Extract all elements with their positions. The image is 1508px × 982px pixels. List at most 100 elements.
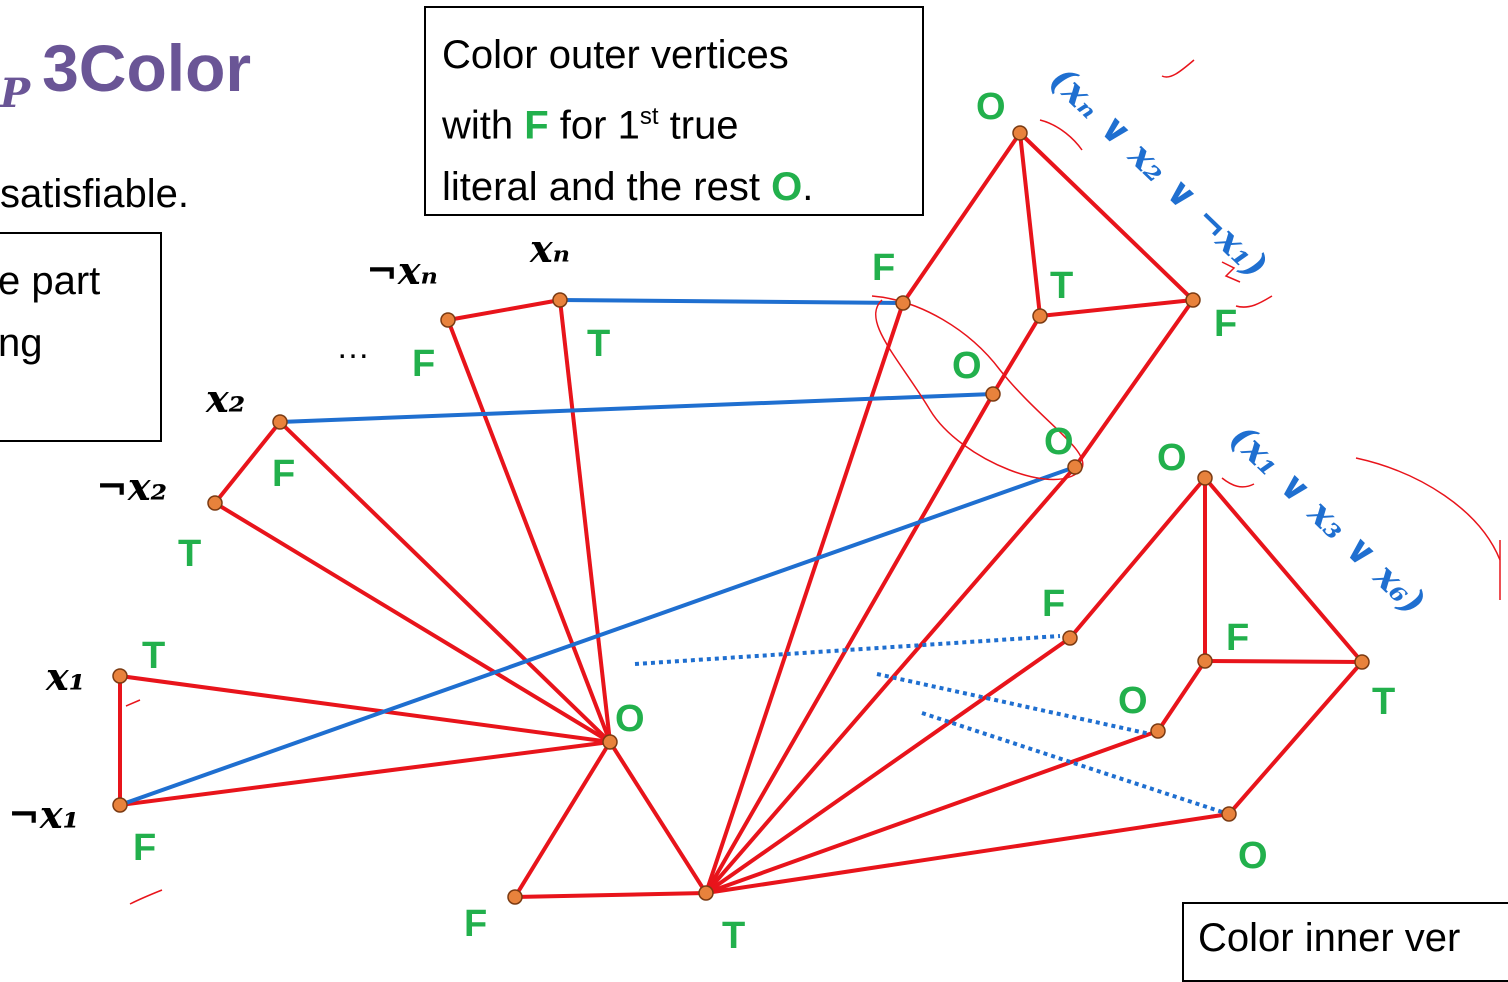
top-textbox: Color outer vertices with F for 1st true…: [424, 6, 924, 216]
top-box-line3: literal and the rest O.: [442, 156, 922, 218]
label-not-x1: ¬x₁: [8, 792, 79, 837]
top-box-sup: st: [639, 103, 659, 130]
color-label: T: [178, 533, 201, 575]
color-label: F: [464, 903, 487, 945]
vertex: [112, 668, 128, 684]
color-label: F: [872, 247, 895, 289]
label-not-x2: ¬x₂: [96, 464, 167, 509]
label-x2: x₂: [205, 376, 245, 421]
edge: [513, 740, 612, 899]
vertex: [1185, 292, 1201, 308]
vertex: [1067, 459, 1083, 475]
top-box-O: O: [771, 165, 803, 210]
edge: [704, 636, 1072, 895]
edge: [278, 420, 612, 744]
edge: [1227, 660, 1364, 816]
clause-label-2: (x₁ ∨ x₃ ∨ x₆): [1222, 416, 1434, 623]
vertex: [272, 414, 288, 430]
ink-check: [1161, 59, 1195, 78]
ink-mark: [1235, 295, 1273, 308]
vertex: [1062, 630, 1078, 646]
top-box-line2-pre: with: [442, 103, 525, 148]
edge: [1073, 298, 1195, 469]
edge: [901, 131, 1022, 305]
clause-label-1: (xₙ ∨ x₂ ∨ ¬x₁): [1042, 58, 1276, 286]
top-box-line3-pre: literal and the rest: [442, 165, 772, 210]
edge: [447, 298, 561, 322]
edge: [991, 314, 1042, 396]
graph-diagram: x₁ ¬x₁ x₂ ¬x₂ xₙ ¬xₙ … T F F T F T O F T…: [8, 58, 1501, 954]
ink-mark: [129, 889, 163, 905]
edge: [705, 729, 1159, 895]
edge: [1039, 298, 1194, 318]
edge: [213, 420, 282, 505]
top-box-line3-post: .: [802, 165, 814, 210]
vertex: [552, 292, 568, 308]
color-label: F: [1226, 617, 1249, 659]
edge: [705, 812, 1230, 895]
left-box-line1: e part: [0, 259, 101, 303]
edge: [1203, 476, 1364, 664]
vertex: [1197, 470, 1213, 486]
color-label: F: [272, 453, 295, 495]
edge: [1068, 476, 1207, 640]
edge: [1156, 659, 1207, 733]
color-label: O: [1157, 437, 1187, 479]
vertex: [1354, 654, 1370, 670]
color-label: T: [1050, 265, 1073, 307]
color-label: F: [412, 343, 435, 385]
vertex: [207, 495, 223, 511]
label-not-xn: ¬xₙ: [366, 248, 438, 293]
ink-mark: [1221, 477, 1255, 488]
top-box-F: F: [524, 103, 549, 148]
color-label: T: [142, 635, 165, 677]
left-textbox: e part ng: [0, 232, 162, 442]
top-box-line1: Color outer vertices: [442, 33, 789, 77]
vertex: [698, 885, 714, 901]
color-label: O: [615, 698, 645, 740]
ink-arc: [1355, 457, 1501, 561]
top-box-line2-mid: for 1: [548, 103, 640, 148]
vertex: [440, 312, 456, 328]
edge: [1018, 131, 1195, 302]
color-label: O: [976, 86, 1006, 128]
intro-text: satisfiable.: [0, 172, 189, 216]
color-label: F: [133, 827, 156, 869]
edge: [279, 392, 994, 424]
vertices: [112, 125, 1370, 905]
ink-mark: [125, 699, 141, 707]
color-label: F: [1214, 303, 1237, 345]
color-label: T: [1372, 681, 1395, 723]
vertex: [1221, 806, 1237, 822]
label-x1: x₁: [45, 654, 85, 699]
edge: [876, 672, 1151, 736]
edge: [446, 319, 612, 743]
vertex: [1197, 653, 1213, 669]
color-label: T: [587, 323, 610, 365]
edge: [1204, 659, 1363, 664]
edge: [559, 298, 904, 305]
edge: [704, 393, 995, 894]
vertex: [602, 734, 618, 750]
ink-mark: [1039, 119, 1083, 151]
color-label: O: [1118, 680, 1148, 722]
edge: [1018, 132, 1042, 317]
edge: [514, 891, 707, 899]
label-xn: xₙ: [529, 226, 570, 271]
edge: [558, 299, 612, 743]
title-text: 3Color: [42, 31, 252, 105]
left-box-line2: ng: [0, 321, 43, 365]
edge: [119, 465, 1076, 807]
color-label: O: [1044, 421, 1074, 463]
vertex: [1012, 125, 1028, 141]
vertex: [1150, 723, 1166, 739]
vertex: [895, 295, 911, 311]
title-subscript: P: [0, 70, 31, 117]
edge: [213, 501, 612, 744]
vertex: [112, 797, 128, 813]
label-ellipsis: …: [336, 328, 370, 366]
edge: [704, 302, 905, 894]
ink-mark: [1221, 261, 1241, 283]
edge: [634, 634, 1061, 666]
color-label: O: [952, 345, 982, 387]
